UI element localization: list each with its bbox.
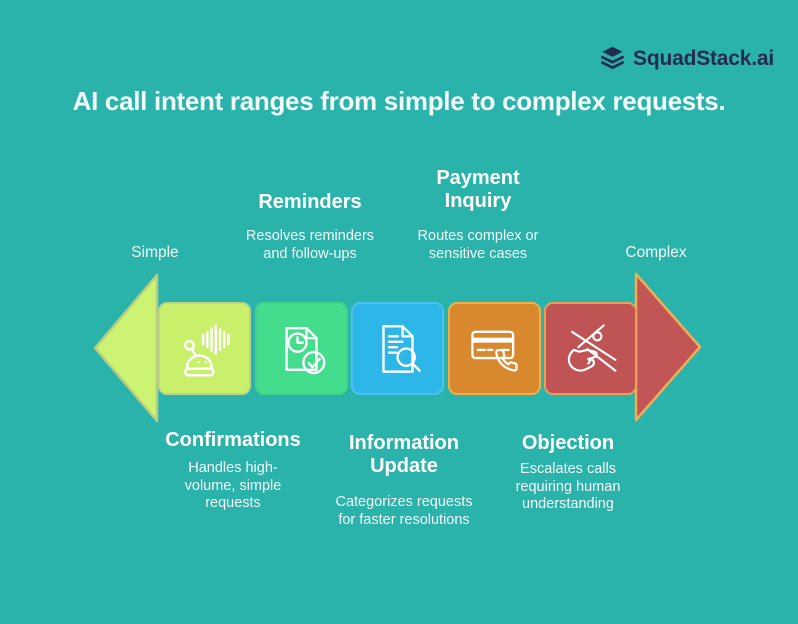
stage-title-information-update: Information Update	[349, 432, 459, 477]
stage-description-payment-inquiry: Routes complex or sensitive cases	[417, 228, 539, 262]
card-phone-icon	[466, 320, 524, 378]
scale-label-simple: Simple	[131, 244, 179, 261]
stage-description-objection: Escalates calls requiring human understa…	[515, 461, 621, 513]
stage-title-payment-inquiry: Payment Inquiry	[436, 167, 520, 212]
simple-arrowhead	[93, 273, 159, 423]
voicebot-soundwave-icon	[175, 319, 235, 379]
stage-square-information-update	[351, 302, 444, 395]
stage-square-reminders	[255, 302, 348, 395]
stage-description-reminders: Resolves reminders and follow-ups	[245, 228, 375, 262]
stage-title-objection: Objection	[521, 432, 615, 454]
squadstack-logo: SquadStack.ai	[599, 45, 774, 72]
complex-arrowhead	[634, 272, 702, 422]
hand-objection-icon	[562, 320, 620, 378]
stage-description-information-update: Categorizes requests for faster resoluti…	[335, 494, 473, 528]
document-clock-check-icon	[273, 320, 331, 378]
stage-title-confirmations: Confirmations	[165, 429, 301, 451]
scale-label-complex: Complex	[625, 244, 687, 261]
stack-layers-icon	[599, 45, 626, 72]
logo-text: SquadStack.ai	[633, 46, 774, 70]
stage-title-reminders: Reminders	[258, 191, 362, 213]
stage-square-confirmations	[158, 302, 251, 395]
stage-square-payment-inquiry	[448, 302, 541, 395]
page-title: AI call intent ranges from simple to com…	[72, 86, 726, 116]
document-search-icon	[369, 320, 427, 378]
stage-description-confirmations: Handles high-volume, simple requests	[184, 460, 282, 512]
stage-square-objection	[544, 302, 637, 395]
